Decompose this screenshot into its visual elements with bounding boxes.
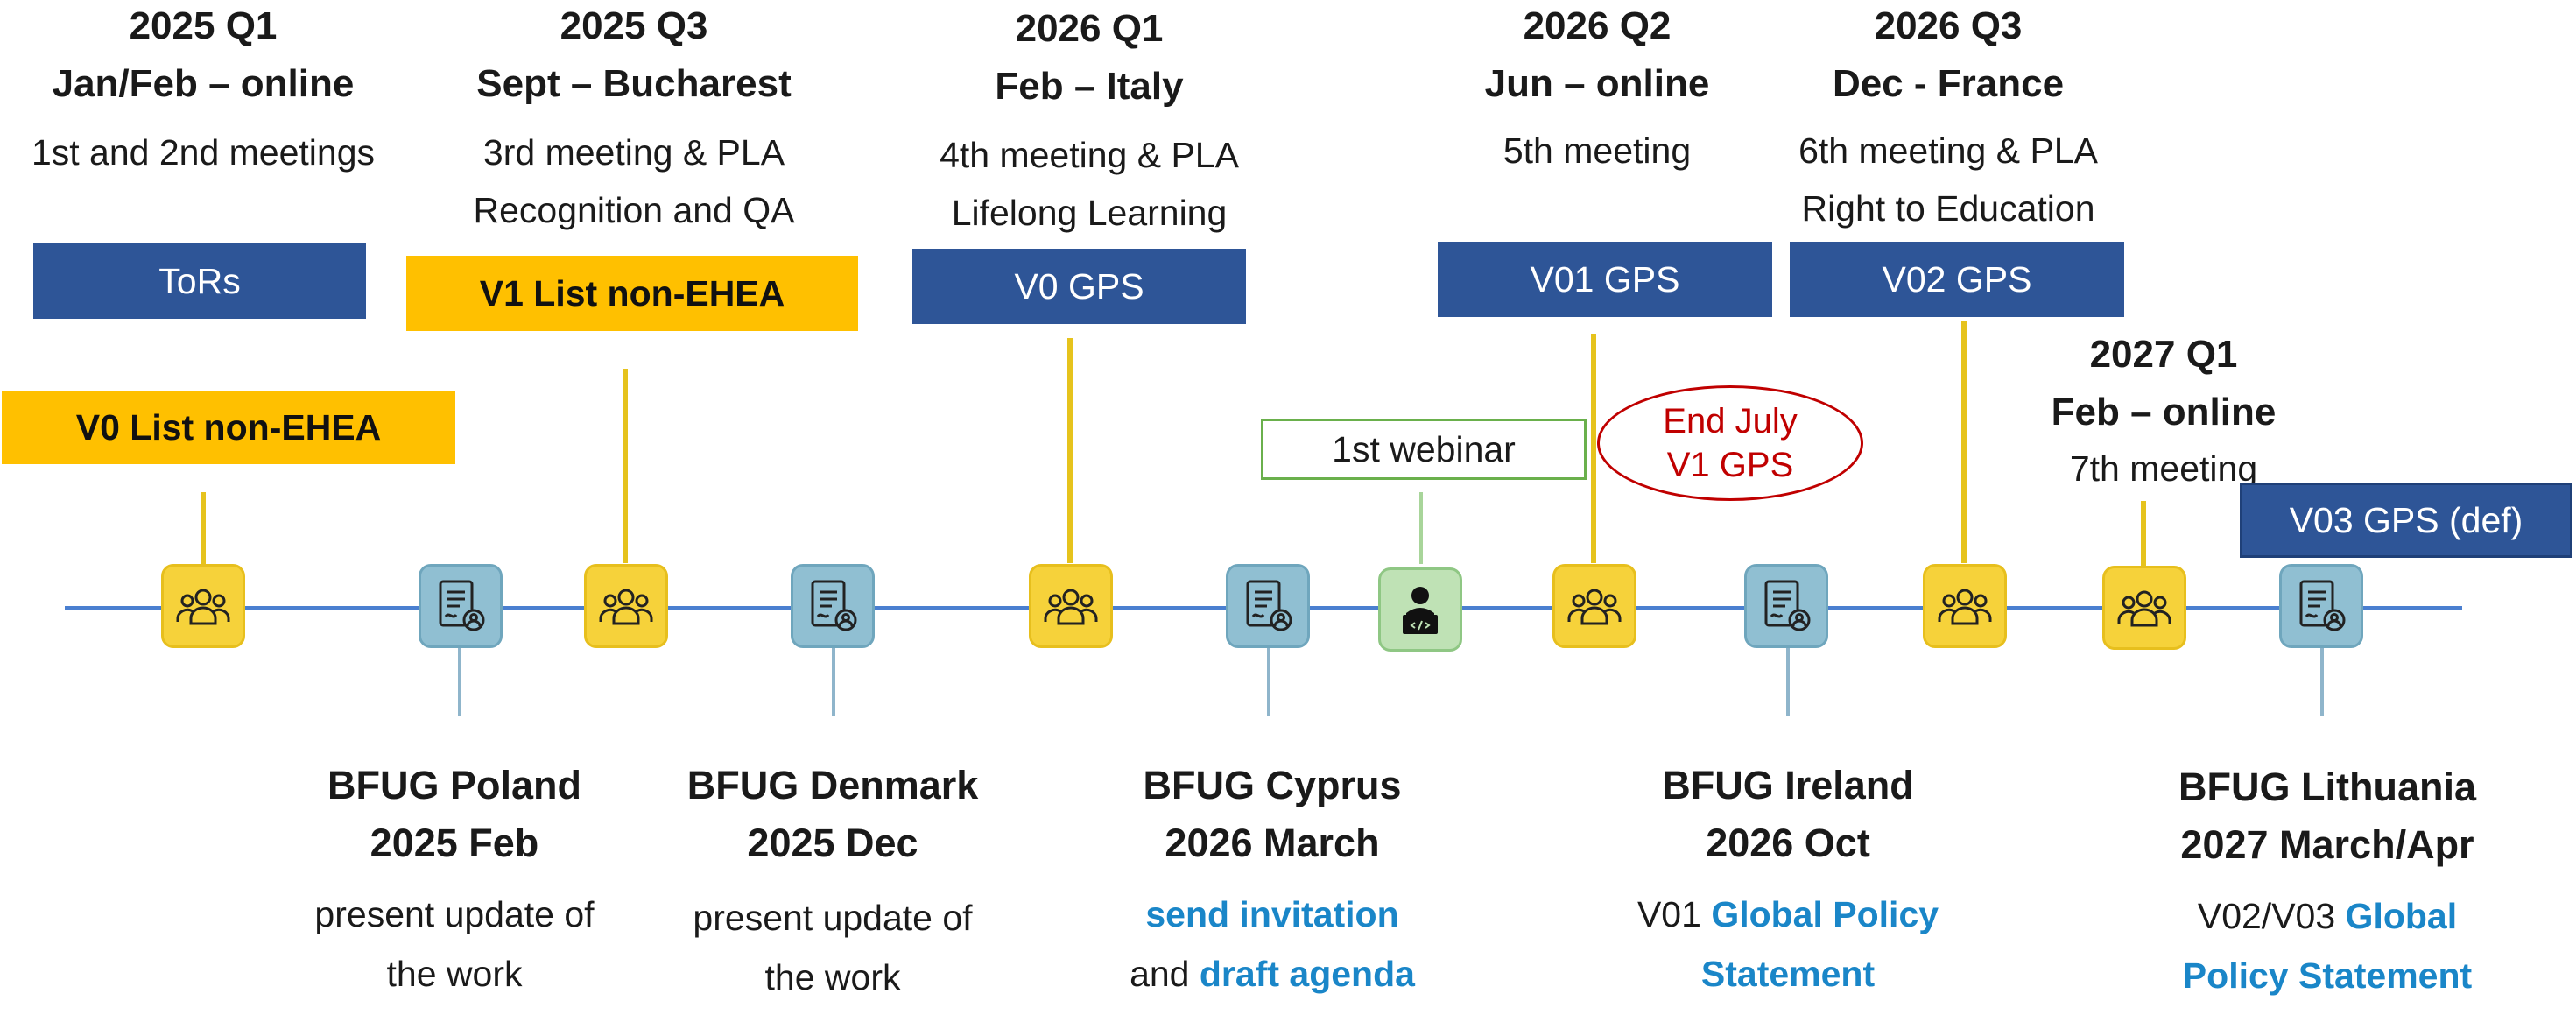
- global-link[interactable]: Global: [2345, 896, 2458, 936]
- period-title: 2025 Q1: [129, 4, 278, 47]
- version-prefix: V02/V03: [2197, 896, 2336, 936]
- period-title: 2026 Q1: [1015, 7, 1164, 50]
- connector-line: [1786, 648, 1790, 716]
- bfug-cyprus: BFUG Cyprus 2026 March send invitation a…: [1130, 757, 1415, 1004]
- period-detail: 6th meeting & PLA: [1798, 130, 2098, 171]
- document-icon: [1744, 564, 1828, 648]
- connector-line: [1067, 338, 1073, 563]
- connector-line: [201, 492, 206, 564]
- period-title: 2026 Q3: [1874, 4, 2023, 47]
- bfug-note: V01 Global Policy: [1637, 885, 1939, 944]
- v02-gps-box: V02 GPS: [1790, 242, 2124, 317]
- people-icon: [1923, 564, 2007, 648]
- bfug-note: the work: [764, 957, 901, 997]
- period-subtitle: Jan/Feb – online: [52, 62, 355, 105]
- document-icon: [791, 564, 875, 648]
- bfug-date: 2027 March/Apr: [2180, 822, 2474, 867]
- send-invitation-link[interactable]: send invitation: [1145, 894, 1399, 934]
- bfug-name: BFUG Ireland: [1662, 763, 1914, 807]
- period-detail: 7th meeting: [2069, 448, 2258, 489]
- people-icon: [1029, 564, 1113, 648]
- period-subtitle: Feb – online: [2051, 391, 2277, 433]
- period-2027-q1: 2027 Q1 Feb – online 7th meeting: [2052, 326, 2277, 496]
- people-icon: [1552, 564, 1636, 648]
- period-subtitle: Sept – Bucharest: [476, 62, 792, 105]
- document-icon: [2279, 564, 2363, 648]
- period-subtitle: Dec - France: [1832, 62, 2065, 105]
- period-detail: 4th meeting & PLA: [940, 135, 1239, 175]
- bfug-poland: BFUG Poland 2025 Feb present update of t…: [314, 757, 594, 1004]
- period-detail: Recognition and QA: [473, 190, 795, 230]
- draft-agenda-link[interactable]: draft agenda: [1199, 954, 1415, 994]
- document-icon: [419, 564, 503, 648]
- and-text: and: [1130, 954, 1190, 994]
- period-subtitle: Jun – online: [1484, 62, 1710, 105]
- bfug-date: 2026 March: [1165, 821, 1380, 865]
- v01-gps-box: V01 GPS: [1438, 242, 1772, 317]
- policy-statement-link[interactable]: Policy Statement: [2182, 955, 2473, 996]
- period-2026-q1: 2026 Q1 Feb – Italy 4th meeting & PLA Li…: [940, 0, 1239, 242]
- webinar-box: 1st webinar: [1261, 419, 1587, 480]
- period-detail: 5th meeting: [1503, 130, 1692, 171]
- tors-box: ToRs: [33, 243, 366, 319]
- period-title: 2025 Q3: [560, 4, 708, 47]
- period-2025-q1: 2025 Q1 Jan/Feb – online 1st and 2nd mee…: [32, 0, 375, 181]
- bfug-name: BFUG Denmark: [686, 763, 979, 807]
- connector-line: [1267, 648, 1270, 716]
- period-subtitle: Feb – Italy: [995, 65, 1184, 108]
- bfug-name: BFUG Lithuania: [2178, 765, 2476, 809]
- end-july-note: End July V1 GPS: [1597, 385, 1863, 501]
- bfug-date: 2026 Oct: [1706, 821, 1870, 865]
- period-2026-q3: 2026 Q3 Dec - France 6th meeting & PLA R…: [1798, 0, 2098, 237]
- note-line: V1 GPS: [1666, 446, 1794, 484]
- connector-line: [1419, 492, 1423, 564]
- connector-line: [623, 369, 628, 563]
- connector-line: [458, 648, 461, 716]
- statement-link[interactable]: Statement: [1700, 954, 1876, 994]
- period-detail: Right to Education: [1801, 188, 2095, 229]
- people-icon: [161, 564, 245, 648]
- webinar-icon: [1378, 567, 1462, 652]
- v0-list-box: V0 List non-EHEA: [2, 391, 455, 464]
- bfug-note: present update of: [693, 898, 973, 938]
- bfug-note: V02/V03 Global: [2178, 886, 2476, 946]
- people-icon: [584, 564, 668, 648]
- bfug-ireland: BFUG Ireland 2026 Oct V01 Global Policy …: [1637, 757, 1939, 1004]
- period-title: 2026 Q2: [1523, 4, 1672, 47]
- bfug-name: BFUG Cyprus: [1143, 763, 1402, 807]
- period-2025-q3: 2025 Q3 Sept – Bucharest 3rd meeting & P…: [474, 0, 795, 239]
- period-2026-q2: 2026 Q2 Jun – online 5th meeting: [1485, 0, 1710, 180]
- connector-line: [1961, 321, 1967, 563]
- connector-line: [2141, 501, 2146, 566]
- connector-line: [1591, 334, 1596, 563]
- v1-list-box: V1 List non-EHEA: [406, 256, 858, 331]
- v03-gps-box: V03 GPS (def): [2240, 483, 2572, 558]
- period-title: 2027 Q1: [2089, 333, 2238, 376]
- period-detail: 1st and 2nd meetings: [31, 132, 376, 173]
- note-line: End July: [1663, 402, 1798, 441]
- period-detail: Lifelong Learning: [951, 193, 1228, 233]
- document-icon: [1226, 564, 1310, 648]
- period-detail: 3rd meeting & PLA: [482, 132, 785, 173]
- bfug-date: 2025 Dec: [747, 821, 918, 865]
- connector-line: [832, 648, 835, 716]
- bfug-date: 2025 Feb: [370, 821, 539, 865]
- bfug-name: BFUG Poland: [327, 763, 581, 807]
- bfug-note: and draft agenda: [1130, 944, 1415, 1004]
- bfug-note: present update of: [314, 894, 595, 934]
- version-prefix: V01: [1636, 894, 1701, 934]
- connector-line: [2320, 648, 2324, 716]
- bfug-lithuania: BFUG Lithuania 2027 March/Apr V02/V03 Gl…: [2178, 758, 2476, 1005]
- bfug-note: the work: [386, 954, 523, 994]
- bfug-denmark: BFUG Denmark 2025 Dec present update of …: [687, 757, 979, 1007]
- people-icon: [2102, 566, 2186, 650]
- global-policy-link[interactable]: Global Policy: [1711, 894, 1939, 934]
- v0-gps-box: V0 GPS: [912, 249, 1246, 324]
